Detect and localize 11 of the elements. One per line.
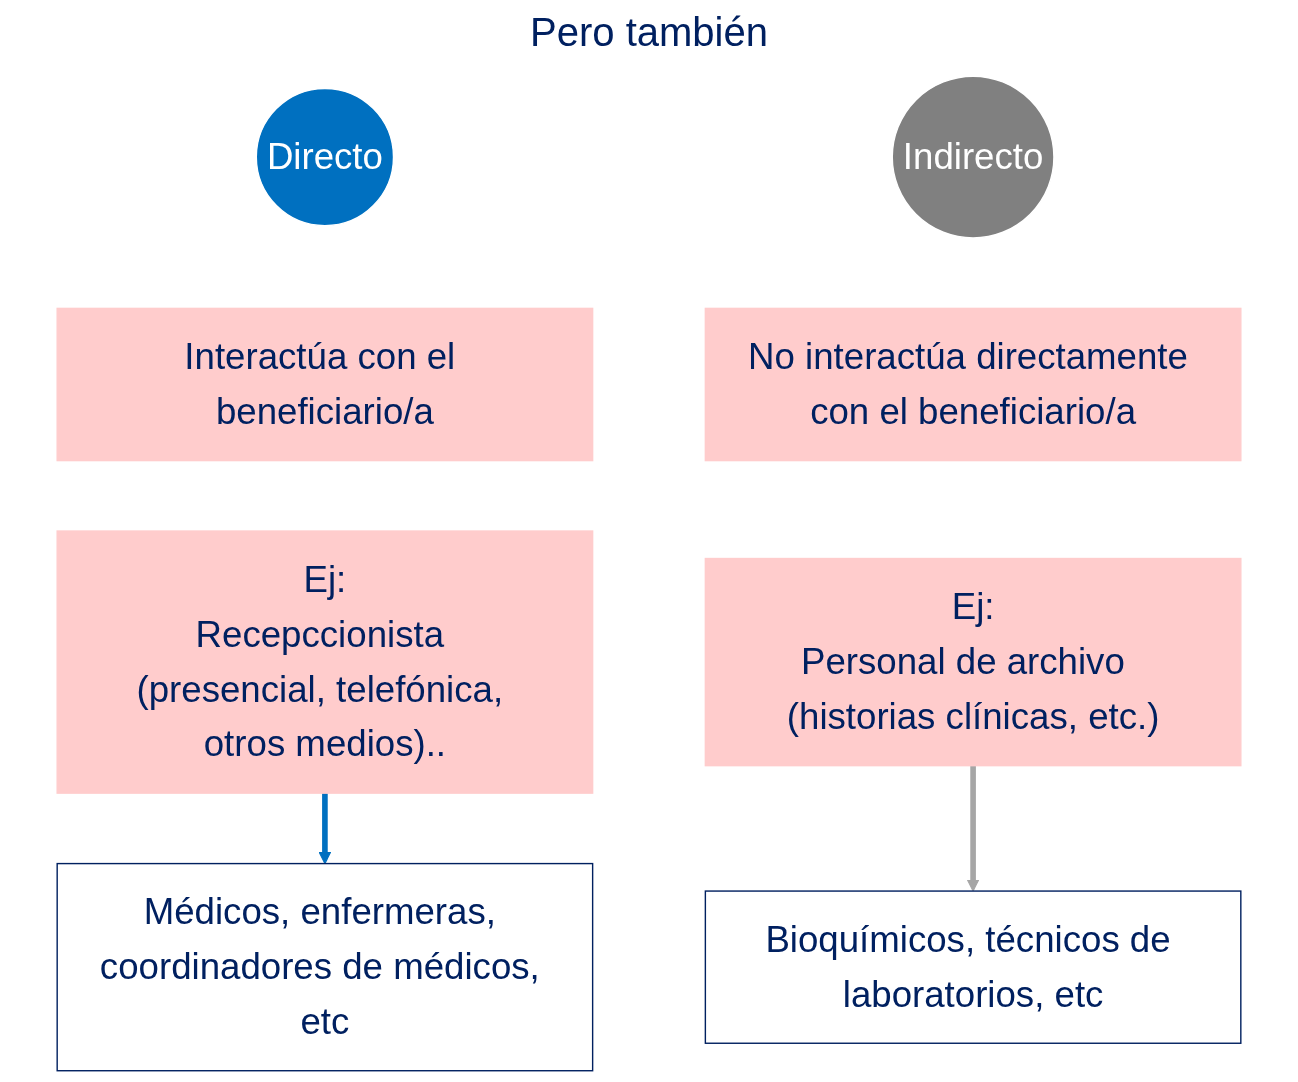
node-circle: Directo	[255, 87, 395, 227]
node-box: Bioquímicos, técnicos de laboratorios, etc	[704, 890, 1242, 1044]
note-text: Pero también	[530, 10, 768, 55]
node-box: Ej: Recepccionista (presencial, telefónica, otros medios)..	[56, 530, 594, 794]
node-box: Médicos, enfermeras, coordinadores de médicos, etc	[56, 862, 594, 1072]
arrow	[966, 765, 980, 892]
node-box: Interactúa con el beneficiario/a	[56, 307, 594, 462]
arrow	[318, 793, 332, 865]
node-box: No interactúa directamente con el beneficiario/a	[704, 307, 1242, 462]
node-box: Ej: Personal de archivo (historias clínicas, etc.)	[704, 557, 1242, 767]
node-circle: Indirecto	[891, 75, 1055, 239]
